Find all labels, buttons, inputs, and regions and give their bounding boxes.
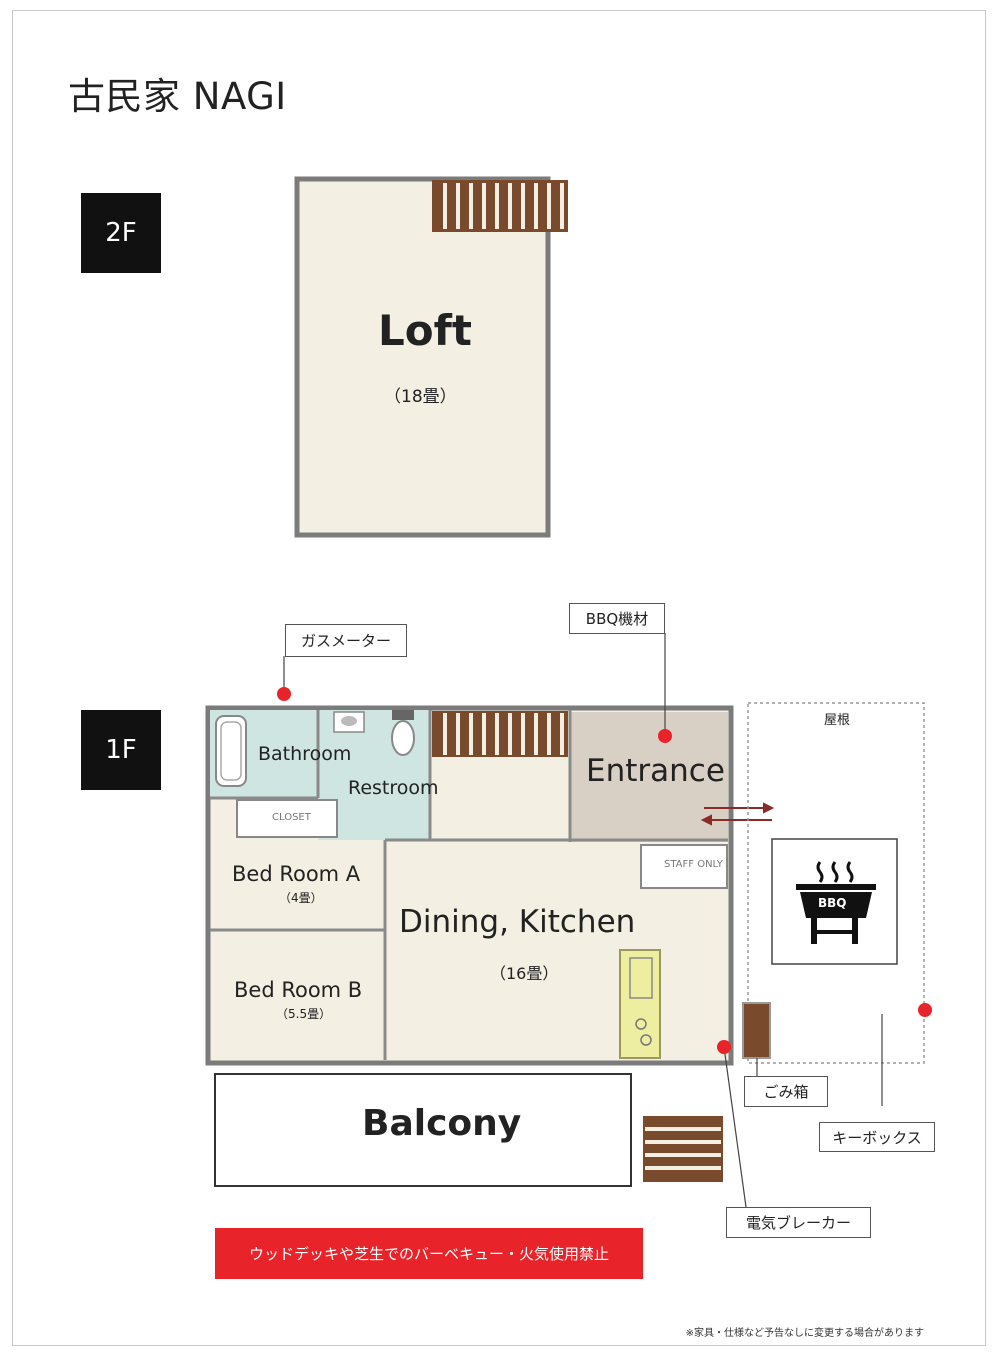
trash-bin-icon [742,1002,771,1059]
page-title: 古民家 NAGI [68,75,287,118]
loft-stairs [432,180,568,232]
floor-tag-2f: 2F [81,193,161,273]
dining-kitchen-size: （16畳） [490,964,559,983]
balcony-label: Balcony [362,1103,522,1144]
bbq-equipment-callout: BBQ機材 [569,603,665,634]
bathroom-label: Bathroom [258,743,352,765]
closet-label: CLOSET [272,812,311,823]
loft-room [294,176,551,538]
footnote: ※家具・仕様など予告なしに変更する場合があります [685,1328,924,1339]
balcony-box [214,1073,632,1187]
bbq-sign-label: BBQ [818,896,847,910]
page-frame [12,10,986,1346]
kitchen-counter [619,949,661,1059]
roof-area [747,702,925,1064]
breaker-callout: 電気ブレーカー [726,1207,871,1238]
bed-room-a-label: Bed Room A [232,862,361,886]
interior-walls [210,710,728,1060]
bbq-grill-icon [771,838,898,965]
staff-only-box [640,844,728,889]
toilet-icon [391,710,415,756]
bed-room-a-size: （4畳） [279,891,323,905]
closet-box [236,799,338,838]
bed-room-b-label: Bed Room B [234,978,363,1002]
entry-arrows-icon [700,802,775,826]
deck-steps [643,1116,723,1182]
bed-room-b-size: （5.5畳） [276,1007,332,1021]
roof-label: 屋根 [824,713,851,728]
loft-label: Loft [378,306,472,355]
loft-size-label: （18畳） [384,387,457,407]
trash-callout: ごみ箱 [744,1076,828,1107]
gas-meter-callout: ガスメーター [285,624,407,657]
bathtub-icon [215,715,247,787]
marker-dots [277,687,932,1054]
ground-stairs [432,711,568,757]
no-fire-warning-banner: ウッドデッキや芝生でのバーベキュー・火気使用禁止 [215,1228,643,1279]
restroom-label: Restroom [348,777,439,799]
dining-kitchen-label: Dining, Kitchen [399,904,636,940]
callout-leader-lines [283,633,883,1208]
key-box-callout: キーボックス [819,1122,935,1152]
floor-tag-1f: 1F [81,710,161,790]
staff-only-label: STAFF ONLY [664,859,723,870]
entrance-label: Entrance [586,753,725,789]
